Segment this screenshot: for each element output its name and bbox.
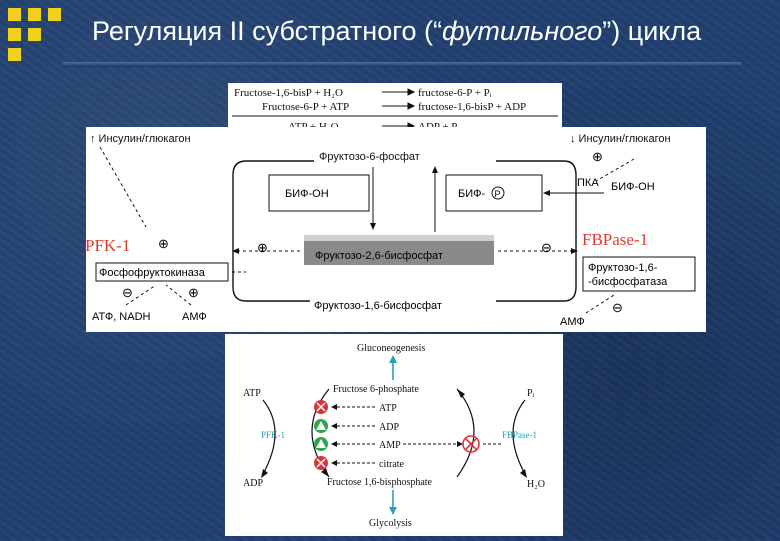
phosphofructokinase-label: Фосфофруктокиназа <box>99 267 206 279</box>
activation-sign-pfk: ⊕ <box>158 236 169 251</box>
inhibitor-fbpase-amp-icon <box>462 435 480 453</box>
fructose-6-phosphate-label: Фруктозо-6-фосфат <box>319 151 420 163</box>
inhibitor-atp-icon <box>314 400 328 414</box>
slide-logo <box>8 8 74 66</box>
ru-regulation-diagram: ↑ Инсулин/глюкагон ↓ Инсулин/глюкагон Фр… <box>86 127 706 332</box>
atp-nadh-label: АТФ, NADH <box>92 311 151 323</box>
insulin-glucagon-down-label: ↓ Инсулин/глюкагон <box>570 133 671 145</box>
bif-p-label: БИФ- <box>458 188 485 200</box>
fbpase-box <box>582 256 696 292</box>
gluconeogenesis-label: Gluconeogenesis <box>357 343 425 354</box>
inhibitor-citrate-icon <box>314 456 328 470</box>
fbpase1-arc <box>456 388 475 478</box>
fbpase-label-line2: -бисфосфатаза <box>588 276 668 288</box>
fructose-1-6-bisphosphate-label: Фруктозо-1,6-бисфосфат <box>314 300 442 312</box>
fructose-1-6-bisphosphate-en: Fructose 1,6-bisphosphate <box>327 477 433 488</box>
activation-sign-insulin-right: ⊕ <box>592 149 603 164</box>
fbpase1-overlay-label: FBPase-1 <box>582 230 649 249</box>
effector-citrate: citrate <box>379 459 405 470</box>
insulin-glucagon-up-label: ↑ Инсулин/глюкагон <box>90 133 191 145</box>
amp-left-label: АМФ <box>182 311 207 323</box>
pfk1-overlay-label: PFK-1 <box>85 236 131 255</box>
pfk1-en-label: PFK-1 <box>261 430 285 440</box>
pka-label: ПКА <box>577 177 599 189</box>
bif-oh-right-label: БИФ-ОН <box>611 181 655 193</box>
bif-p-box <box>445 174 543 212</box>
title-underline <box>62 62 742 67</box>
fructose-2-6-bisphosphate-label: Фруктозо-2,6-бисфосфат <box>315 250 443 262</box>
reaction-2-right: fructose-1,6-bisP + ADP <box>418 101 526 113</box>
phosphate-circle-icon <box>491 186 505 200</box>
adp-en-label: ADP <box>243 478 263 489</box>
cycle-right-arc <box>496 160 577 302</box>
phosphate-symbol: P <box>495 189 501 199</box>
inhibition-sign-amp-right: ⊖ <box>612 300 623 315</box>
reaction-2-left: Fructose-6-P + ATP <box>262 101 349 113</box>
effector-amp: AMP <box>379 440 401 451</box>
phosphofructokinase-box <box>95 262 229 282</box>
bif-oh-left-box <box>268 174 370 212</box>
activation-sign-center-left: ⊕ <box>257 240 268 255</box>
activation-sign-amp: ⊕ <box>188 285 199 300</box>
slide-title: Регуляция II субстратного (“футильного”)… <box>92 16 702 46</box>
atp-en-label: ATP <box>243 388 261 399</box>
reaction-1-right: fructose-6-P + Pᵢ <box>418 87 492 99</box>
effector-atp: ATP <box>379 403 397 414</box>
fructose-6-phosphate-en: Fructose 6-phosphate <box>333 384 419 395</box>
fbpase-label-line1: Фруктозо-1,6- <box>588 262 658 274</box>
inhibition-sign-center-right: ⊖ <box>541 240 552 255</box>
activator-amp-icon <box>314 437 328 451</box>
cycle-left-arc <box>232 160 310 302</box>
activator-adp-icon <box>314 419 328 433</box>
en-regulation-diagram: Gluconeogenesis Fructose 6-phosphate ATP… <box>225 334 563 536</box>
glycolysis-label: Glycolysis <box>369 518 412 529</box>
bif-oh-left-label: БИФ-ОН <box>285 188 329 200</box>
h2o-en-label: H₂O <box>527 479 545 490</box>
amp-right-label: АМФ <box>560 316 585 328</box>
inhibition-sign-atp-nadh: ⊖ <box>122 285 133 300</box>
pi-en-label: Pᵢ <box>527 388 535 399</box>
reaction-1-left: Fructose-1,6-bisP + H₂O <box>234 87 343 99</box>
fbpase1-en-label: FBPase-1 <box>502 430 537 440</box>
effector-adp: ADP <box>379 422 399 433</box>
